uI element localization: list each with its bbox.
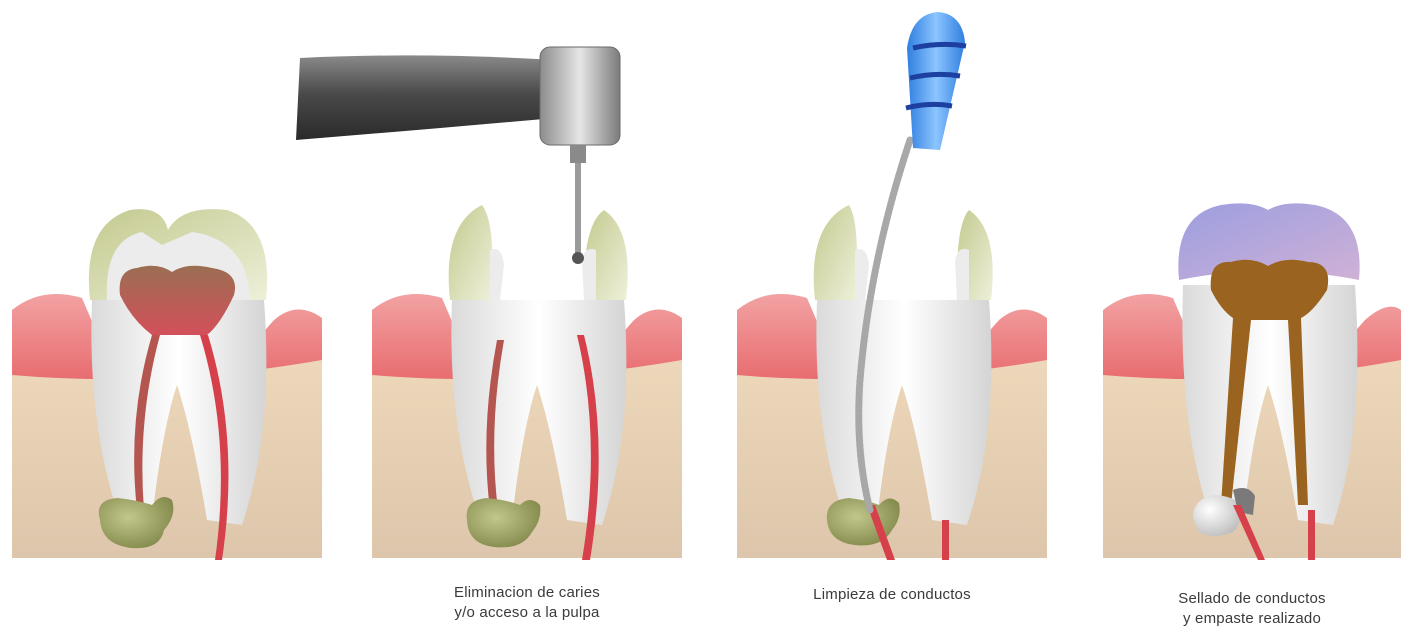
step-4-sealed-tooth — [1103, 203, 1401, 560]
file-handle — [907, 12, 965, 150]
caption-line: y/o acceso a la pulpa — [372, 603, 682, 623]
enamel-left — [449, 205, 493, 300]
drill-head — [540, 47, 620, 145]
step-2-access-tooth — [372, 205, 682, 560]
caption-line: y empaste realizado — [1103, 609, 1401, 629]
nerve-end-right — [942, 520, 949, 560]
caption-line: Limpieza de conductos — [737, 585, 1047, 605]
step-3-cleaning-tooth — [737, 205, 1047, 560]
nerve-end-right — [1308, 510, 1315, 560]
drill-neck — [570, 145, 586, 163]
caption-step-4: Sellado de conductos y empaste realizado — [1103, 589, 1401, 629]
caption-line: Eliminacion de caries — [372, 583, 682, 603]
drill-bit — [575, 163, 581, 253]
step-1-infected-tooth — [12, 209, 322, 560]
caption-step-3: Limpieza de conductos — [737, 585, 1047, 605]
drill-handpiece — [296, 55, 555, 140]
caption-step-2: Eliminacion de caries y/o acceso a la pu… — [372, 583, 682, 623]
drill-burr — [572, 252, 584, 264]
enamel-left — [814, 205, 857, 300]
healing-lesion — [1193, 495, 1241, 536]
caption-line: Sellado de conductos — [1103, 589, 1401, 609]
